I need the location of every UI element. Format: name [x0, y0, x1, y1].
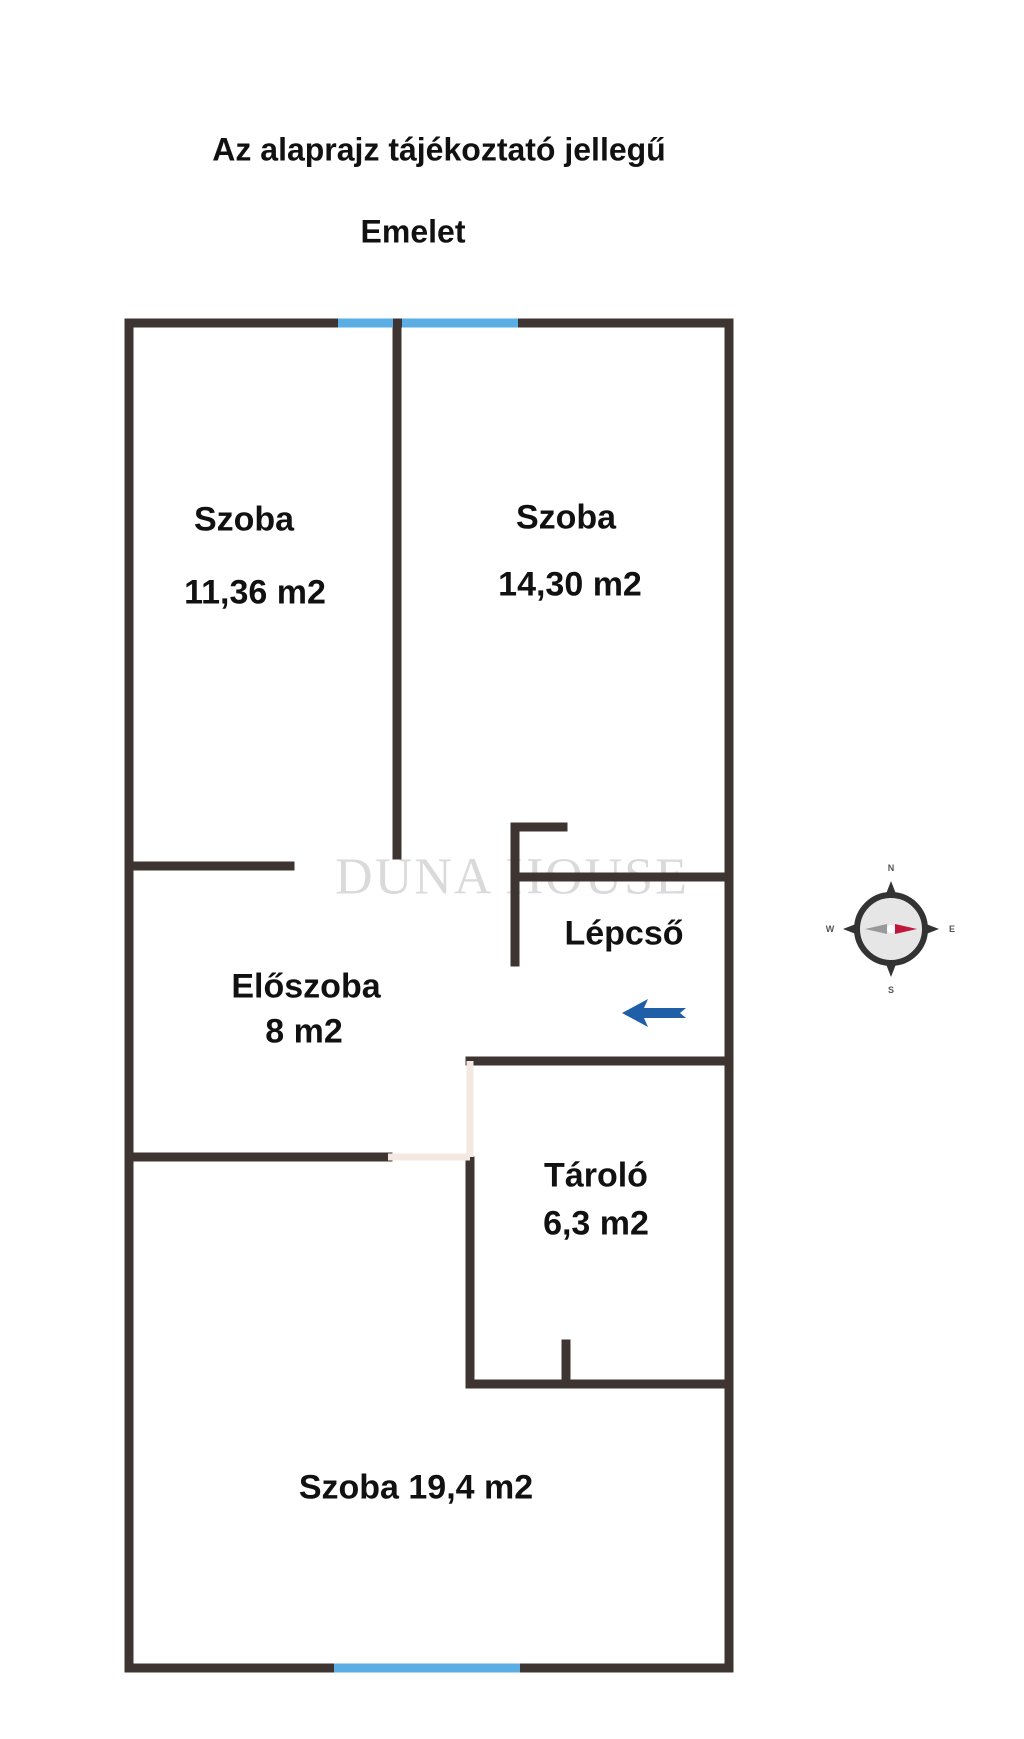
room-area: 11,36 m2 [184, 573, 326, 612]
walls [124, 318, 734, 1673]
compass-icon [843, 881, 939, 977]
room-area: 14,30 m2 [498, 565, 642, 604]
room-name: Szoba [193, 500, 295, 539]
room-name: Szoba [515, 498, 617, 537]
room-name: Előszoba [231, 967, 381, 1006]
entrance-arrow-icon [622, 999, 686, 1027]
room-name: Tároló [544, 1156, 648, 1195]
floor-label: Emelet [360, 213, 466, 250]
compass-s: S [887, 985, 895, 995]
windows [334, 318, 520, 1673]
compass-e: E [948, 924, 956, 934]
door-frames [388, 1061, 474, 1161]
room-name: Lépcső [564, 914, 684, 953]
compass-w: W [825, 924, 835, 934]
disclaimer-title: Az alaprajz tájékoztató jellegű [212, 131, 666, 168]
room-label: Szoba 19,4 m2 [298, 1468, 534, 1507]
compass-n: N [887, 863, 895, 873]
room-area: 8 m2 [265, 1012, 343, 1051]
room-area: 6,3 m2 [543, 1204, 649, 1243]
